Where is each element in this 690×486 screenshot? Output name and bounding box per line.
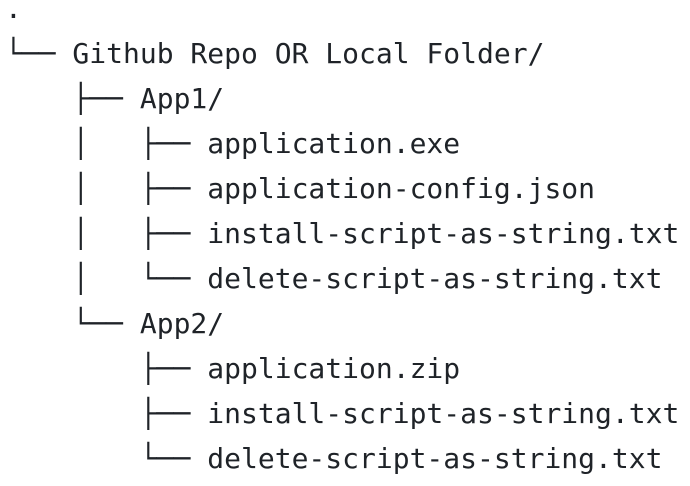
tree-line: . <box>5 0 22 25</box>
tree-line: │ ├── install-script-as-string.txt <box>5 217 680 250</box>
tree-line: │ └── delete-script-as-string.txt <box>5 262 663 295</box>
tree-line: ├── application.zip <box>5 352 461 385</box>
tree-line: ├── App1/ <box>5 82 225 115</box>
tree-line: ├── install-script-as-string.txt <box>5 397 680 430</box>
tree-line: │ ├── application.exe <box>5 127 461 160</box>
tree-line: └── App2/ <box>5 307 225 340</box>
tree-line: └── Github Repo OR Local Folder/ <box>5 37 545 70</box>
tree-line: │ ├── application-config.json <box>5 172 596 205</box>
tree-line: └── delete-script-as-string.txt <box>5 442 663 475</box>
